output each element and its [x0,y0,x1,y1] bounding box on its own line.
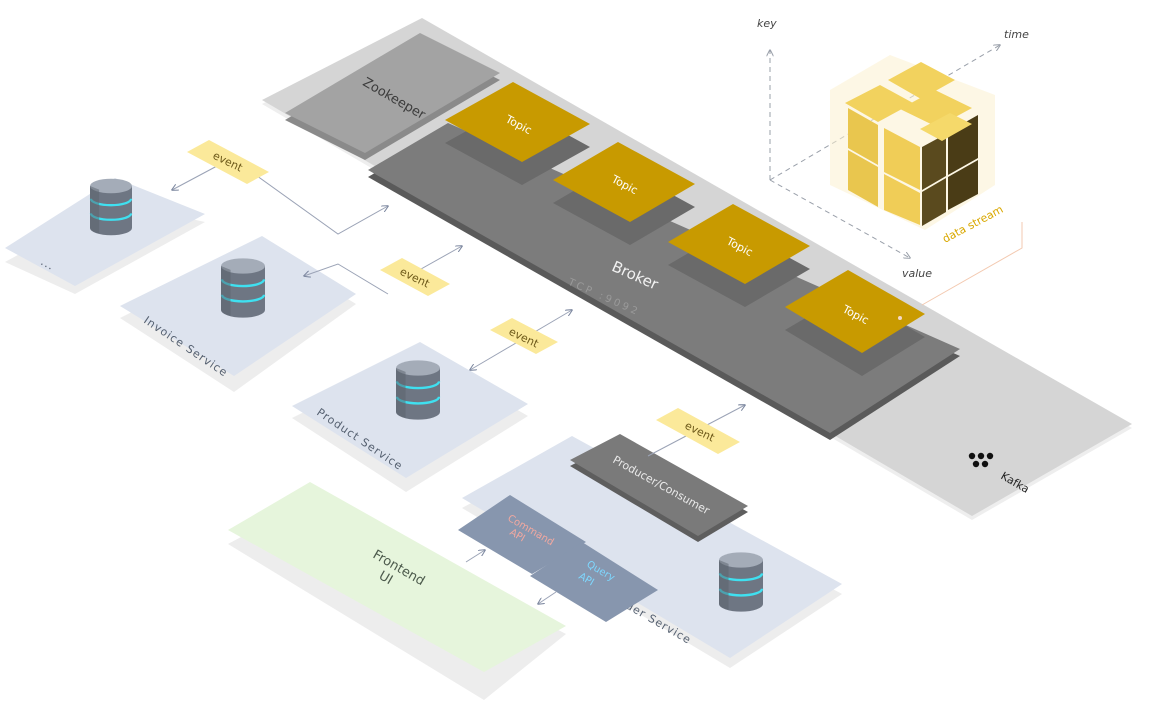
axis-time: time [1004,28,1029,41]
topic-4: Topic [785,270,925,376]
frontend-ui: Frontend UI [228,482,566,700]
service-invoice: Invoice Service [120,236,356,392]
database-icon [394,359,442,421]
axis-value: value [902,267,932,280]
database-icon [219,257,267,319]
data-stream-cube [830,55,995,230]
frontend-line2: UI [376,568,395,588]
database-icon [717,551,765,613]
service-label: ... [39,255,57,273]
event-tag-1: event [187,140,269,184]
service-product: Product Service [292,342,528,492]
topic-3: Topic [668,204,810,307]
zookeeper-box: Zookeeper [285,33,500,160]
data-stream-axes [770,45,1000,258]
query-api: Query API [530,542,658,622]
event-tag-4: event [656,408,740,454]
command-api: Command API [458,495,586,574]
topic-1: Topic [445,82,590,185]
data-stream-connector [921,222,1023,306]
database-icon [88,177,134,237]
axis-key: key [757,17,777,30]
kafka-logo-icon [968,452,994,468]
event-tag-3: event [490,318,558,354]
service-unnamed: ... [5,177,205,294]
topic-2: Topic [553,142,695,245]
event-tag-2: event [380,258,450,296]
